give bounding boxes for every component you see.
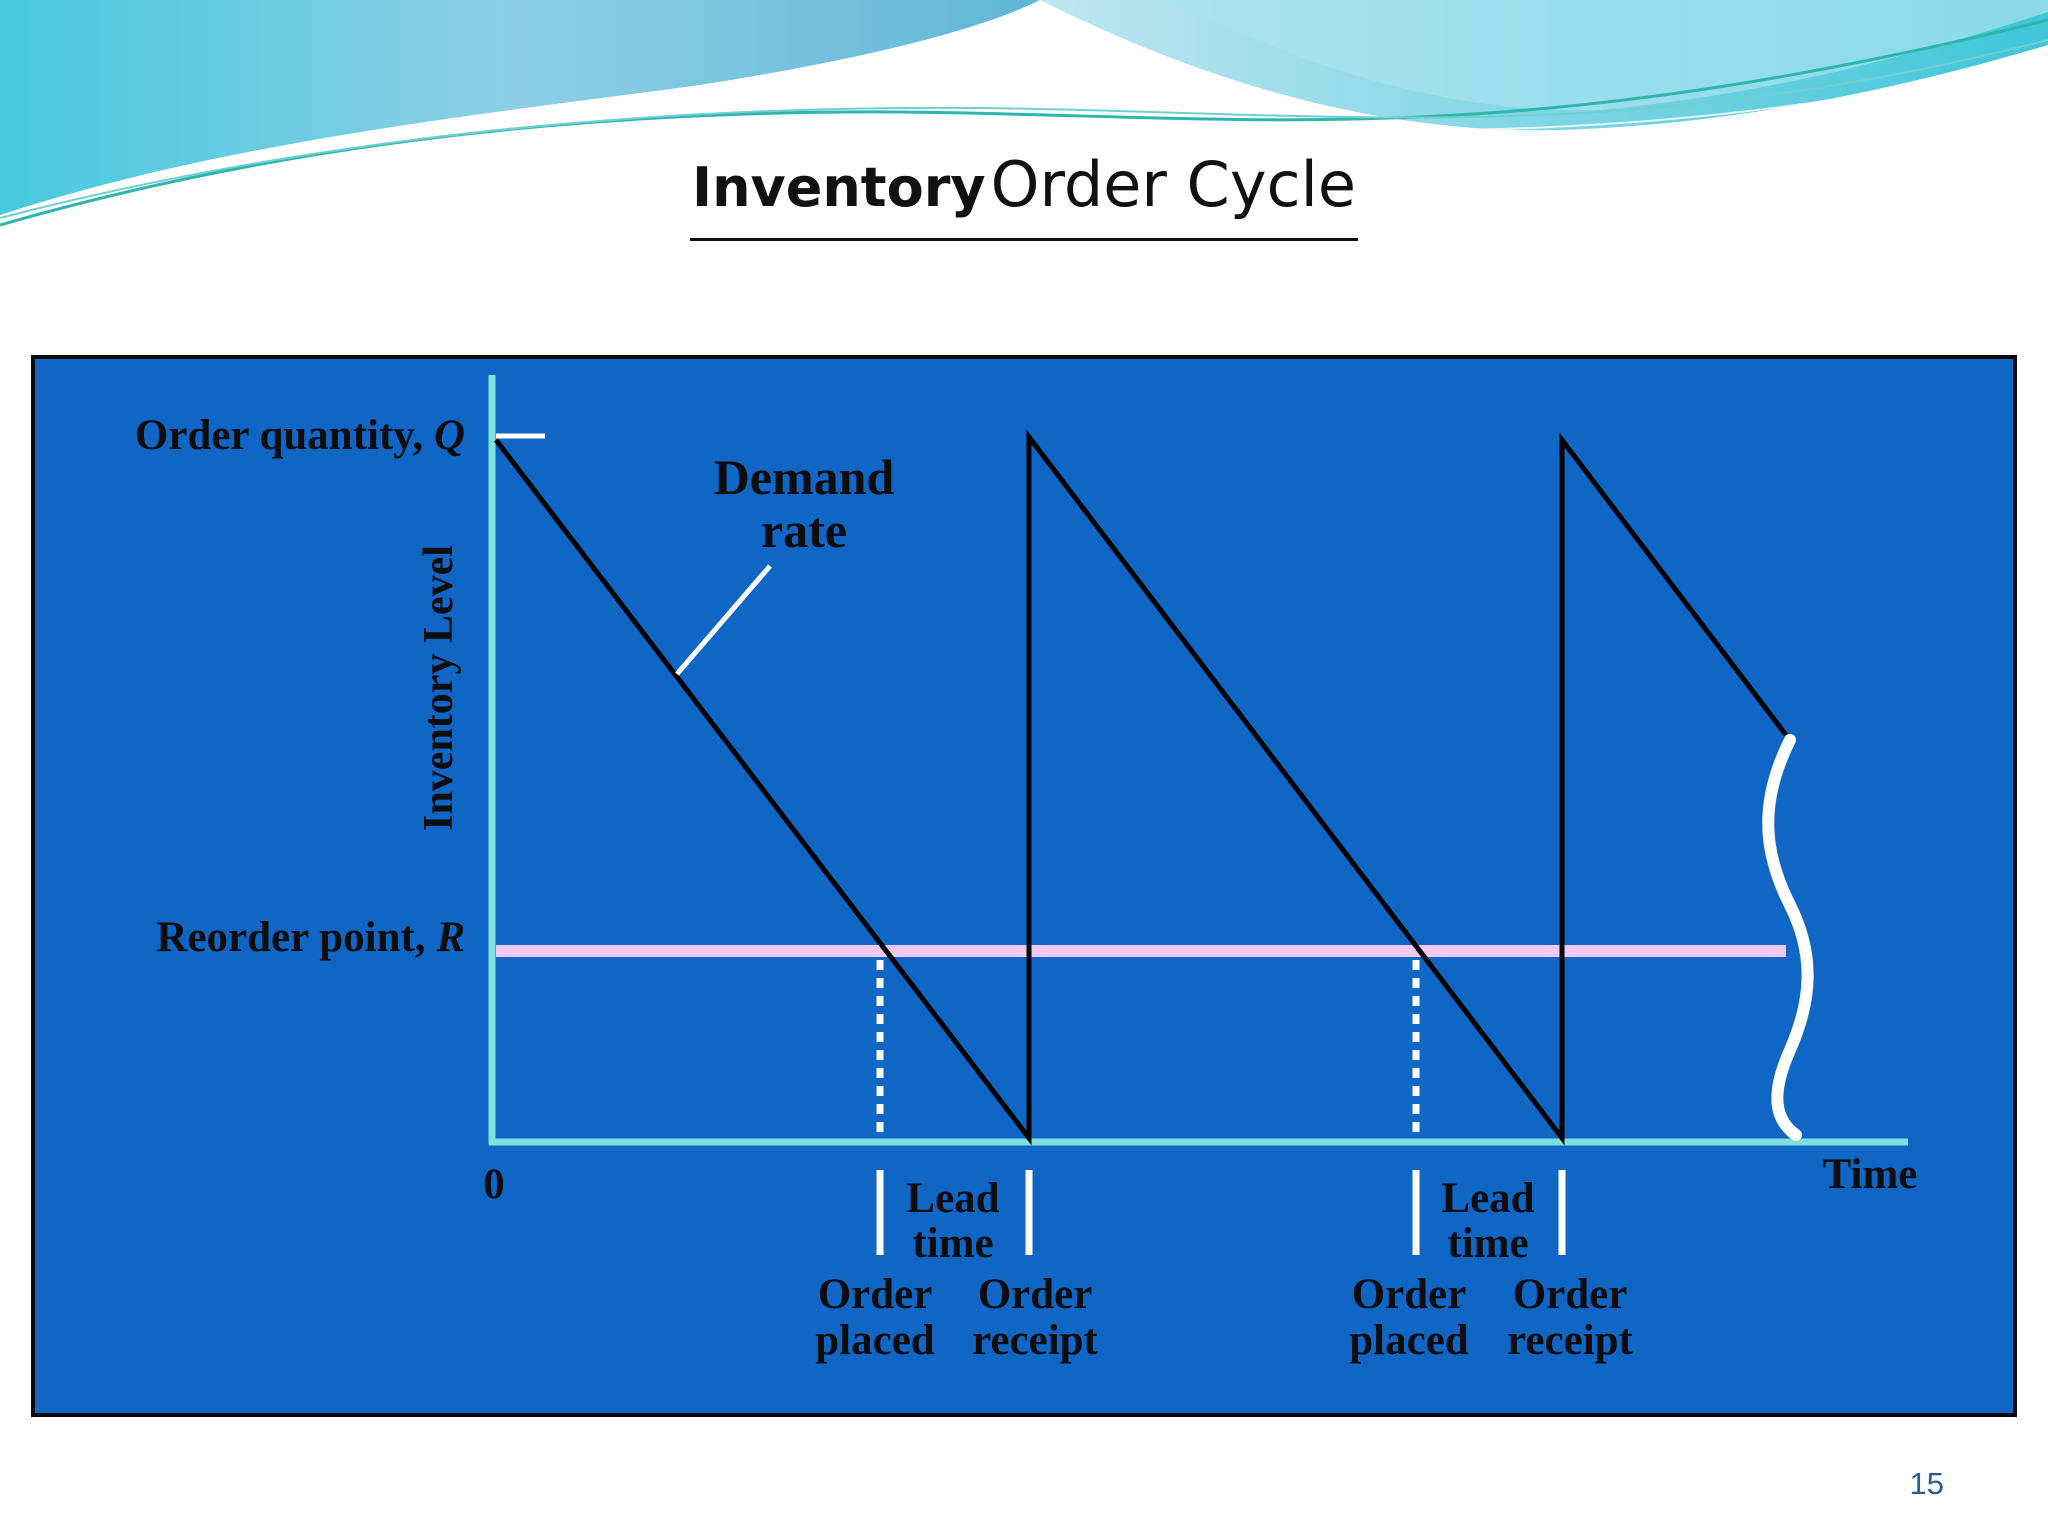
- reorder-point-text: Reorder point,: [156, 914, 436, 961]
- axis-break-squiggle: [1762, 734, 1814, 1141]
- demand-rate-label-line2: rate: [761, 502, 847, 558]
- order-quantity-label: Order quantity, Q: [135, 412, 465, 459]
- lead-time-label-1-line2: time: [912, 1220, 993, 1267]
- order-placed-label-1-line2: placed: [815, 1317, 935, 1364]
- order-placed-label-2-line2: placed: [1349, 1317, 1469, 1364]
- x-axis-label: Time: [1823, 1151, 1918, 1198]
- lead-time-label-1-line1: Lead: [906, 1175, 999, 1222]
- page-number: 15: [1909, 1466, 1944, 1501]
- order-quantity-text: Order quantity,: [135, 412, 434, 459]
- axes: [488, 375, 1908, 1146]
- diagram-panel: [31, 355, 2017, 1417]
- inventory-sawtooth-line: [494, 429, 1788, 1146]
- lead-time-label-2-line1: Lead: [1441, 1175, 1534, 1222]
- title-underline: Inventory Order Cycle: [690, 148, 1358, 241]
- order-receipt-label-1-line2: receipt: [972, 1317, 1098, 1364]
- reorder-point-symbol: R: [435, 914, 465, 961]
- lead-time-brackets: [876, 1170, 1566, 1255]
- page-title: Inventory Order Cycle: [0, 148, 2048, 241]
- demand-rate-pointer: [675, 564, 772, 676]
- order-quantity-symbol: Q: [434, 412, 465, 459]
- order-receipt-label-2-line1: Order: [1513, 1271, 1628, 1318]
- y-axis-label: Inventory Level: [416, 545, 462, 831]
- order-receipt-label-1-line1: Order: [978, 1271, 1093, 1318]
- reorder-point-label: Reorder point, R: [156, 914, 465, 961]
- order-receipt-label-2-line2: receipt: [1507, 1317, 1633, 1364]
- title-bold-part: Inventory: [692, 156, 986, 219]
- order-placed-markers: [876, 960, 1420, 1140]
- origin-label: 0: [483, 1161, 505, 1208]
- order-placed-label-1-line1: Order: [818, 1271, 933, 1318]
- title-regular-part: Order Cycle: [990, 148, 1356, 221]
- order-placed-label-2-line1: Order: [1352, 1271, 1467, 1318]
- lead-time-label-2-line2: time: [1447, 1220, 1528, 1267]
- header-wave: [0, 0, 2048, 233]
- demand-rate-label-line1: Demand: [714, 449, 895, 505]
